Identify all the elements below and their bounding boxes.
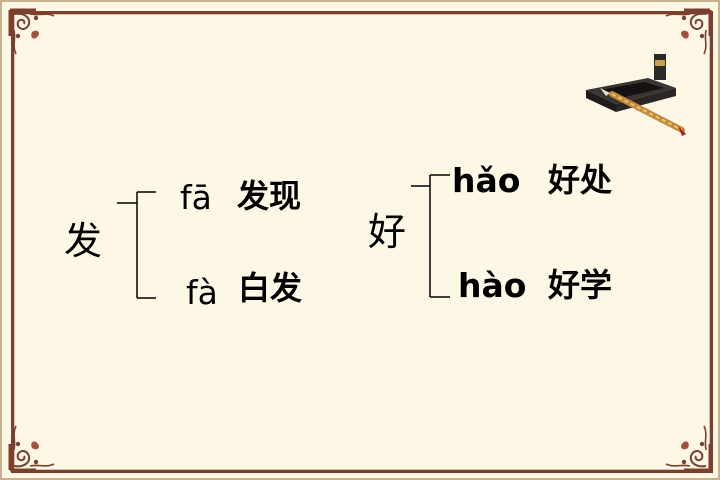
character-fa: 发 (64, 219, 103, 263)
pinyin-hao3: hǎo (452, 161, 521, 200)
character-hao: 好 (368, 210, 407, 254)
corner-ornament-icon (658, 418, 714, 474)
inkstone-brush-icon (582, 50, 688, 140)
corner-ornament-icon (658, 6, 714, 62)
pinyin-fa1: fā (180, 178, 212, 217)
corner-ornament-icon (6, 418, 62, 474)
corner-ornament-icon (6, 6, 62, 62)
word-faxian: 发现 (237, 177, 302, 215)
pinyin-hao4: hào (458, 266, 527, 305)
pinyin-fa4: fà (186, 273, 218, 312)
slide-frame-inner (11, 11, 713, 473)
word-baifa: 白发 (238, 269, 303, 307)
word-haoxue: 好学 (548, 266, 613, 304)
word-haochu: 好处 (548, 161, 613, 199)
